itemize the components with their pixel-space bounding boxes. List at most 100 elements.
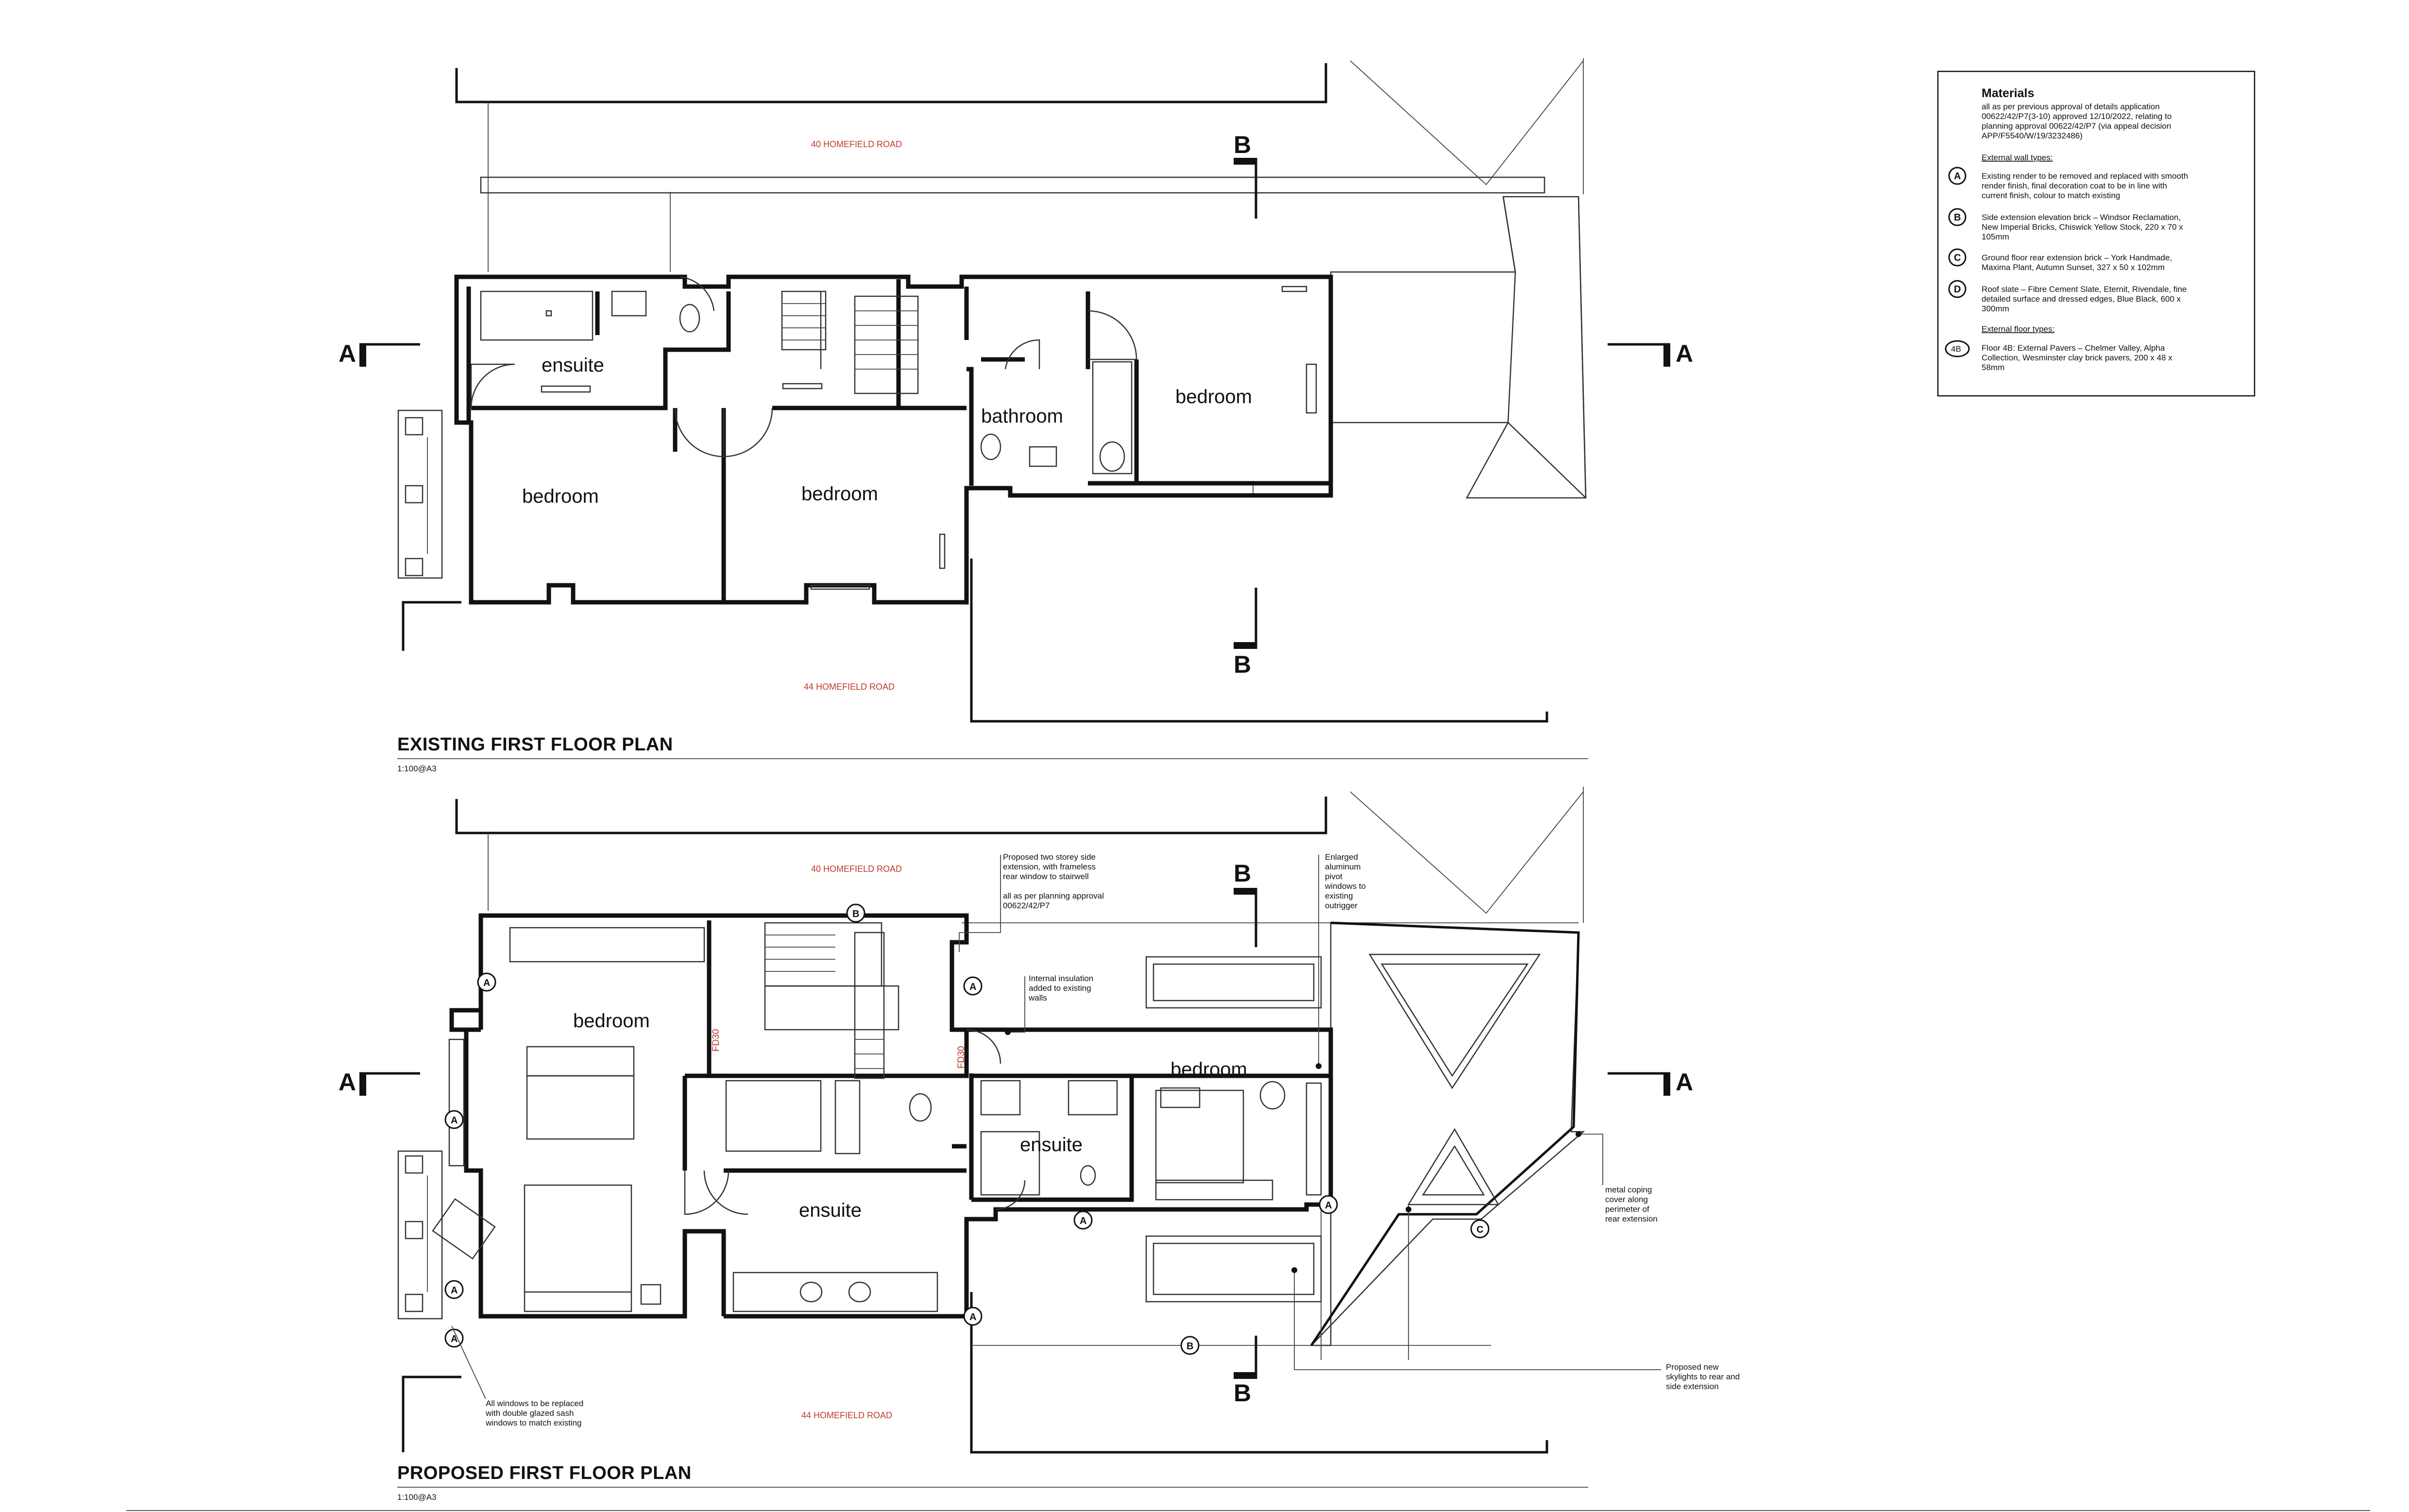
proposed-plan-scale: 1:100@A3 xyxy=(397,1493,437,1502)
materials-intro-line: planning approval 00622/42/P7 (via appea… xyxy=(1982,121,2171,131)
wall-type-tag-a: A xyxy=(1954,171,1961,182)
existing-roof-outline xyxy=(1330,196,1587,499)
note-line: rear window to stairwell xyxy=(1003,872,1089,881)
existing-plan: A A B B 40 HOMEFIELD ROAD 44 HOMEFIELD R… xyxy=(339,58,1693,773)
proposed-section-a-left-label: A xyxy=(339,1069,356,1096)
note-line: with double glazed sash xyxy=(485,1409,574,1418)
proposed-section-a-right-label: A xyxy=(1676,1069,1693,1096)
proposed-room-ensuite-mid: ensuite xyxy=(799,1200,862,1221)
wall-tag: A xyxy=(969,1312,976,1323)
existing-bay-window xyxy=(397,409,443,579)
proposed-wall-tags: A A A A A A A B B C A xyxy=(444,903,1490,1355)
section-a-right-label: A xyxy=(1676,340,1693,367)
wall-types-heading: External wall types: xyxy=(1982,153,2053,162)
note-line: All windows to be replaced xyxy=(486,1399,583,1408)
floor-types-heading: External floor types: xyxy=(1982,324,2054,334)
note-line: walls xyxy=(1028,993,1047,1002)
materials-intro-line: all as per previous approval of details … xyxy=(1982,102,2160,111)
note-line: skylights to rear and xyxy=(1666,1372,1740,1381)
existing-road-top-label: 40 HOMEFIELD ROAD xyxy=(811,139,902,149)
note-line: Enlarged xyxy=(1325,852,1358,862)
floor-type-line: Collection, Wesminster clay brick pavers… xyxy=(1982,353,2172,362)
proposed-road-bottom-label: 44 HOMEFIELD ROAD xyxy=(801,1410,892,1420)
materials-intro-line: APP/F5540/W/19/3232486) xyxy=(1982,131,2083,140)
door-rating-label: FD30 xyxy=(711,1029,721,1052)
existing-room-bedroom-mid: bedroom xyxy=(801,483,878,505)
proposed-section-b-top-label: B xyxy=(1234,860,1251,887)
note-side-extension: Proposed two storey side extension, with… xyxy=(1003,852,1104,910)
wall-tag: C xyxy=(1476,1224,1483,1235)
floor-type-tag-4b: 4B xyxy=(1951,344,1961,354)
note-line: aluminum xyxy=(1325,862,1361,871)
proposed-plan: A A B B A A A A A A A B B C A xyxy=(339,787,1740,1502)
wall-type-tag-c: C xyxy=(1954,253,1961,263)
wall-tag: A xyxy=(1080,1216,1086,1226)
wall-type-line: Side extension elevation brick – Windsor… xyxy=(1982,213,2181,222)
proposed-doors xyxy=(684,1029,1026,1215)
door-rating-label: FD30 xyxy=(956,1046,967,1069)
existing-road-bottom-label: 44 HOMEFIELD ROAD xyxy=(804,682,895,692)
proposed-room-bedroom-right: bedroom xyxy=(1171,1059,1247,1080)
section-b-bottom-label: B xyxy=(1234,651,1251,678)
proposed-bay-window xyxy=(397,1038,465,1320)
existing-room-bedroom-right: bedroom xyxy=(1175,386,1252,408)
existing-room-ensuite: ensuite xyxy=(542,355,604,376)
wall-tag: B xyxy=(852,909,859,919)
note-coping: metal coping cover along perimeter of re… xyxy=(1605,1185,1658,1223)
note-sash-windows: All windows to be replaced with double g… xyxy=(485,1399,583,1427)
materials-title: Materials xyxy=(1982,86,2034,100)
note-line: side extension xyxy=(1666,1382,1719,1391)
wall-type-line: Ground floor rear extension brick – York… xyxy=(1982,253,2172,262)
existing-section-markers: A A B B xyxy=(339,131,1693,678)
proposed-room-ensuite-right: ensuite xyxy=(1020,1134,1083,1155)
proposed-plan-title: PROPOSED FIRST FLOOR PLAN xyxy=(397,1463,692,1483)
note-line: outrigger xyxy=(1325,901,1357,910)
floor-type-line: 58mm xyxy=(1982,363,2004,372)
wall-tag: A xyxy=(969,982,976,992)
wall-type-line: Roof slate – Fibre Cement Slate, Eternit… xyxy=(1982,285,2187,294)
section-a-left-label: A xyxy=(339,340,356,367)
note-line: all as per planning approval xyxy=(1003,891,1104,900)
materials-key: Materials all as per previous approval o… xyxy=(1937,70,2256,397)
note-line: existing xyxy=(1325,891,1353,900)
existing-room-bathroom: bathroom xyxy=(981,406,1063,427)
existing-staircase xyxy=(781,290,919,394)
proposed-roof-outline xyxy=(1310,921,1585,1360)
wall-tag: A xyxy=(483,978,490,988)
note-insulation: Internal insulation added to existing wa… xyxy=(1028,974,1093,1002)
wall-type-tag-b: B xyxy=(1954,212,1961,223)
proposed-staircase xyxy=(764,922,899,1079)
existing-neighbour-lines xyxy=(402,58,1584,723)
wall-tag: A xyxy=(451,1285,458,1296)
note-line: added to existing xyxy=(1029,984,1091,993)
existing-room-bedroom-left: bedroom xyxy=(522,486,599,507)
wall-type-tag-d: D xyxy=(1954,284,1961,295)
proposed-section-markers: A A B B xyxy=(339,860,1693,1407)
note-line: Proposed two storey side xyxy=(1003,852,1096,862)
note-line: Proposed new xyxy=(1666,1362,1719,1372)
existing-walls xyxy=(454,274,1333,605)
wall-type-line: 300mm xyxy=(1982,304,2009,313)
note-pivot-windows: Enlarged aluminum pivot windows to exist… xyxy=(1324,852,1366,910)
existing-fixtures xyxy=(480,286,1317,590)
proposed-road-top-label: 40 HOMEFIELD ROAD xyxy=(811,864,902,874)
proposed-fixtures xyxy=(432,927,1322,1312)
floor-type-line: Floor 4B: External Pavers – Chelmer Vall… xyxy=(1982,343,2165,353)
wall-type-line: current finish, colour to match existing xyxy=(1982,191,2120,200)
wall-tag: A xyxy=(451,1115,458,1126)
wall-type-line: render finish, final decoration coat to … xyxy=(1982,181,2167,190)
note-skylights: Proposed new skylights to rear and side … xyxy=(1666,1362,1740,1391)
proposed-section-b-bottom-label: B xyxy=(1234,1379,1251,1407)
wall-type-line: New Imperial Bricks, Chiswick Yellow Sto… xyxy=(1982,222,2183,232)
note-line: rear extension xyxy=(1605,1214,1658,1223)
existing-plan-scale: 1:100@A3 xyxy=(397,764,437,773)
proposed-neighbour-lines xyxy=(402,787,1584,1454)
note-line: 00622/42/P7 xyxy=(1003,901,1050,910)
proposed-leaders xyxy=(451,855,1661,1399)
section-b-top-label: B xyxy=(1234,131,1251,158)
proposed-room-bedroom-left: bedroom xyxy=(573,1010,650,1032)
note-line: metal coping xyxy=(1605,1185,1652,1194)
wall-tag: B xyxy=(1187,1341,1193,1352)
materials-intro-line: 00622/42/P7(3-10) approved 12/10/2022, r… xyxy=(1982,112,2171,121)
